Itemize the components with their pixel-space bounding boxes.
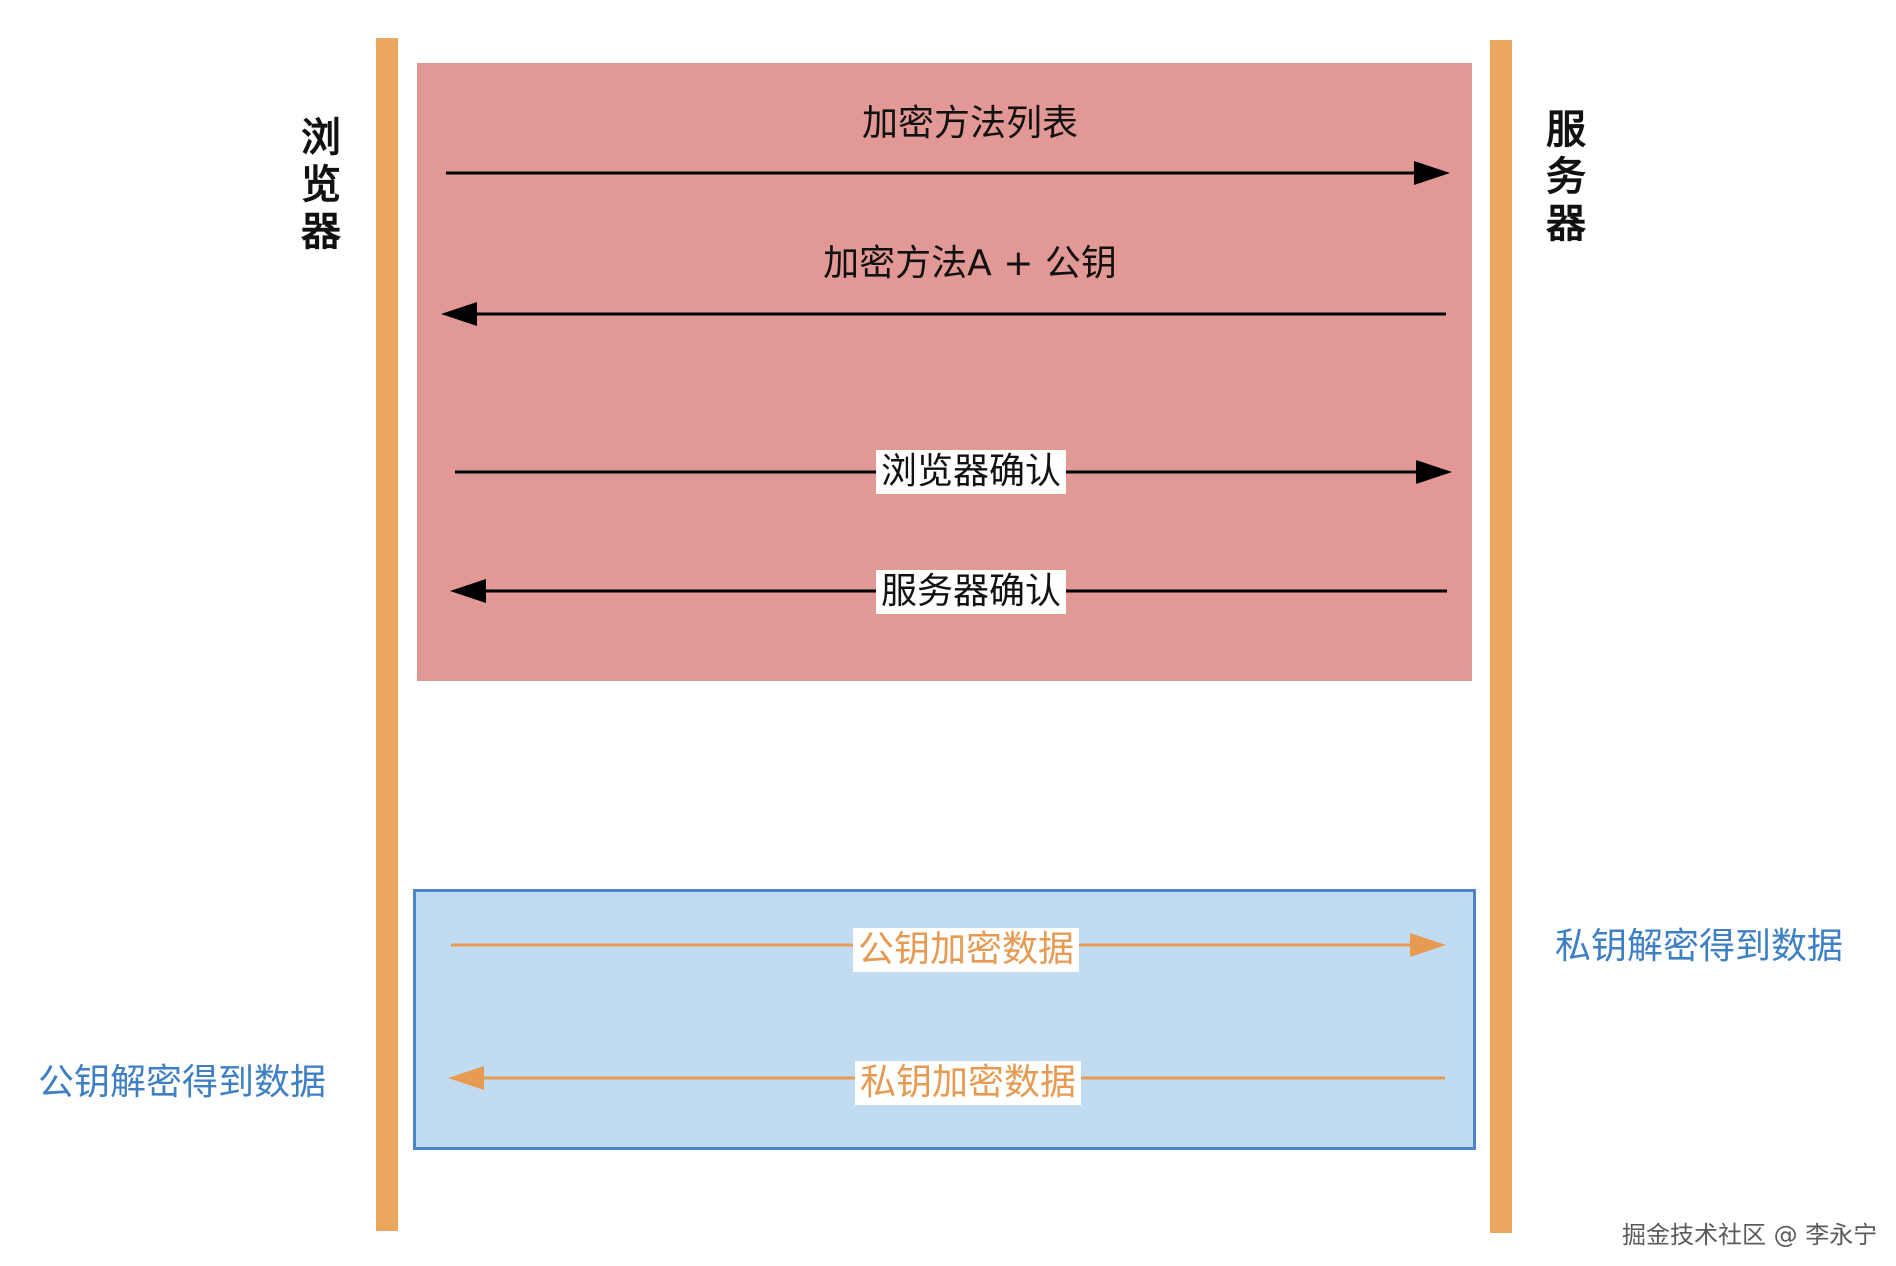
message-label-method-public-key: 加密方法A + 公钥 [823,243,1117,284]
server-label: 服 务 器 [1546,107,1586,247]
watermark: 掘金技术社区 @ 李永宁 [1622,1221,1878,1249]
browser-decrypt-note: 公钥解密得到数据 [38,1062,327,1103]
server-lifeline [1490,40,1512,1233]
message-label-encryption-list: 加密方法列表 [861,103,1078,144]
browser-lifeline [376,38,398,1231]
message-label-server-confirm: 服务器确认 [876,570,1066,614]
message-label-browser-confirm: 浏览器确认 [876,450,1066,494]
arrow-encryption-list [446,161,1450,185]
arrow-method-public-key [441,302,1446,326]
message-label-public-key-data: 公钥加密数据 [853,928,1079,972]
server-decrypt-note: 私钥解密得到数据 [1555,926,1844,967]
browser-label: 浏 览 器 [301,115,341,255]
message-label-private-key-data: 私钥加密数据 [855,1061,1081,1105]
